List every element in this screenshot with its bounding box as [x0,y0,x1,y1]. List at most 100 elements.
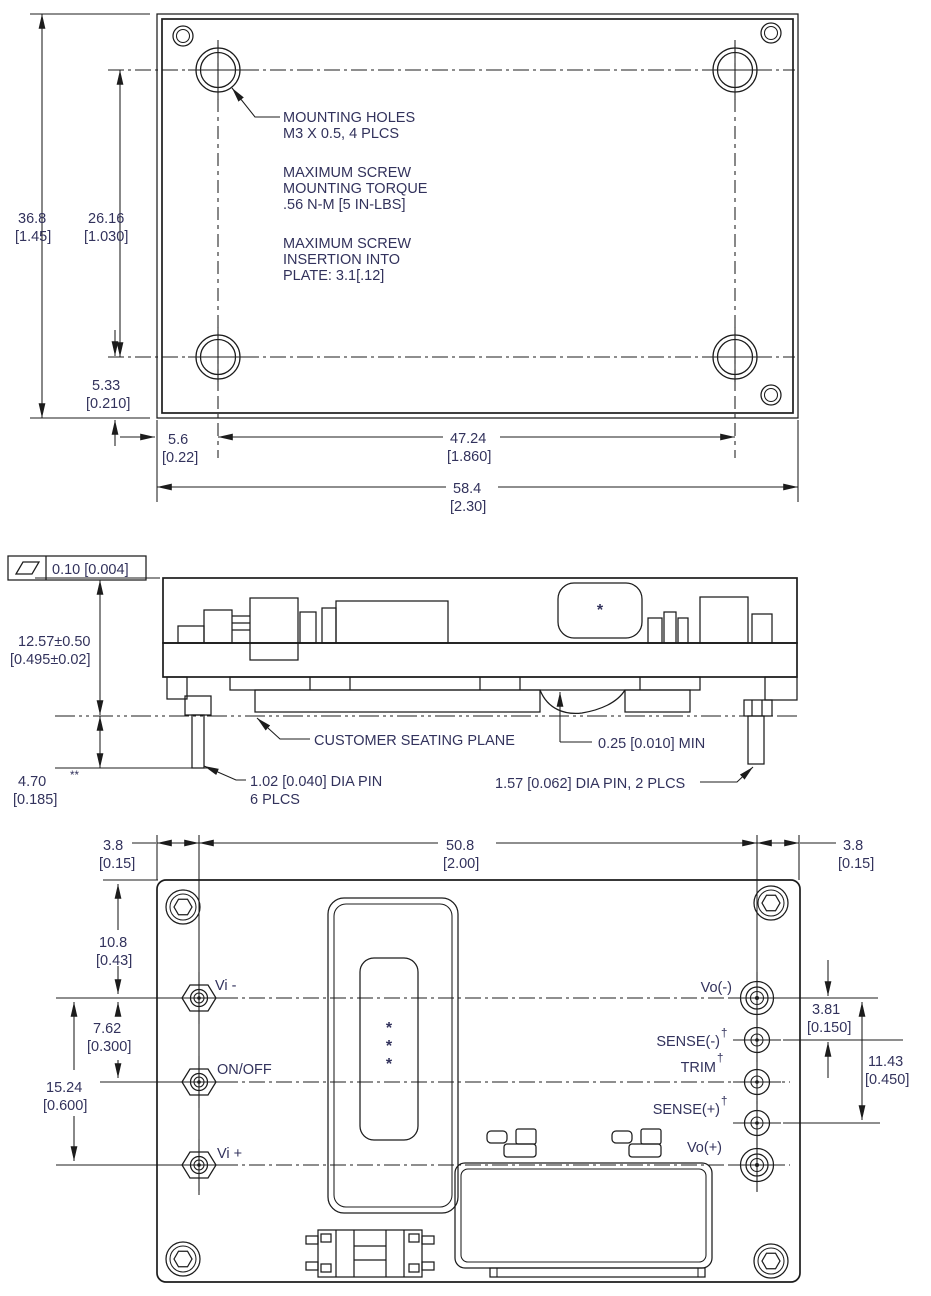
dim-module-height-mm: 12.57±0.50 [18,634,90,650]
note-screw-insertion: MAXIMUM SCREW INSERTION INTO PLATE: 3.1[… [283,236,411,284]
note-screw-torque: MAXIMUM SCREW MOUNTING TORQUE .56 N-M [5… [283,165,428,213]
dagger-sense-minus: † [721,1028,727,1040]
dim-pin-span-in: [2.00] [443,856,479,872]
bottom-view: * * * [43,835,909,1283]
star-mark: * [597,602,604,619]
pin-trim [733,1060,781,1104]
module-top-band [162,577,798,644]
dim-edge-right-in: [0.15] [838,856,874,872]
label-vo-plus: Vo(+) [687,1140,722,1156]
mounting-hole-bottom-left [188,327,248,387]
smt-clips [486,1128,662,1158]
dim-hole-offset-left-mm: 5.6 [168,432,188,448]
pin-vi-minus [173,972,225,1024]
label-small-pin-line1: 1.02 [0.040] DIA PIN [250,774,382,790]
leader-mounting-holes [231,87,280,118]
label-trim: TRIM [681,1060,716,1076]
pin-sense-minus [733,1018,781,1062]
corner-hole-top-right [760,22,782,44]
corner-hole-bottom-right [760,384,782,406]
star-mark: * [386,1020,393,1037]
plate-outline-inner [161,18,794,414]
dim-overall-height-mm: 36.8 [18,211,46,227]
corner-screw-top-left [165,889,201,925]
pin-vi-plus [173,1139,225,1191]
dim-hole-span-h-mm: 47.24 [450,431,486,447]
note-mounting-holes: MOUNTING HOLES M3 X 0.5, 4 PLCS [283,110,415,142]
dim-row-pitch-mm: 7.62 [93,1021,121,1037]
flatness-frame: 0.10 [0.004] [7,555,147,581]
note-line: INSERTION INTO [283,252,400,268]
dim-overall-height-in: [1.45] [15,229,51,245]
pin-sense-plus [733,1101,781,1145]
corner-screw-bottom-left [165,1241,201,1277]
dim-overall-width-in: [2.30] [450,499,486,515]
label-on-off: ON/OFF [217,1062,272,1078]
dim-top-to-row1-in: [0.43] [96,953,132,969]
top-view: 36.8 [1.45] 26.16 [1.030] 5.33 [0.210] 5… [15,13,799,515]
side-pin-right [743,699,773,765]
label-small-pin-line2: 6 PLCS [250,792,300,808]
output-plate [454,1162,713,1278]
dim-output-span-in: [0.450] [865,1072,909,1088]
dim-pin-length-mm: 4.70 [18,774,46,790]
dim-overall-width-mm: 58.4 [453,481,481,497]
note-line: M3 X 0.5, 4 PLCS [283,126,399,142]
star-mark: * [386,1056,393,1073]
leader-large-pin [700,766,754,783]
dim-hole-span-h-in: [1.860] [447,449,491,465]
dim-row-span-mm: 15.24 [46,1080,82,1096]
plate-outline-outer [156,13,799,419]
label-vi-plus: Vi + [217,1146,242,1162]
label-large-pin: 1.57 [0.062] DIA PIN, 2 PLCS [495,776,685,792]
dagger-trim: † [717,1053,723,1065]
dim-standoff-value: 0.25 [0.010] MIN [598,736,705,752]
flatness-value: 0.10 [0.004] [52,562,129,578]
label-seating-plane: CUSTOMER SEATING PLANE [314,733,515,749]
dim-edge-left-mm: 3.8 [103,838,123,854]
note-line: .56 N-M [5 IN-LBS] [283,197,405,213]
note-line: MAXIMUM SCREW [283,165,411,181]
corner-screw-bottom-right [753,1243,789,1279]
pin-vo-plus [731,1139,783,1191]
leader-small-pin [203,765,246,781]
note-line: MOUNTING TORQUE [283,181,428,197]
dim-hole-offset-left-in: [0.22] [162,450,198,466]
mounting-hole-top-left [188,40,248,100]
mounting-hole-bottom-right [705,327,765,387]
dim-row-span-in: [0.600] [43,1098,87,1114]
dim-pin-length-in: [0.185] [13,792,57,808]
note-line: PLATE: 3.1[.12] [283,268,384,284]
dim-sense-offset-mm: 3.81 [812,1002,840,1018]
corner-screw-top-right [753,885,789,921]
dim-pin-span-mm: 50.8 [446,838,474,854]
side-components-top [177,596,773,661]
label-sense-plus: SENSE(+) [653,1102,720,1118]
transformer-side-outline [557,582,643,639]
dim-edge-right-mm: 3.8 [843,838,863,854]
dagger-sense-plus: † [721,1096,727,1108]
label-vo-minus: Vo(-) [701,980,732,996]
choke-component [305,1229,435,1278]
star-mark: * [386,1038,393,1055]
dim-sense-offset-in: [0.150] [807,1020,851,1036]
dim-hole-offset-bottom-in: [0.210] [86,396,130,412]
pin-vo-minus [731,972,783,1024]
side-pin-left [184,695,212,769]
note-line: MOUNTING HOLES [283,110,415,126]
label-sense-minus: SENSE(-) [656,1034,720,1050]
dim-hole-span-v-in: [1.030] [84,229,128,245]
corner-hole-top-left [172,25,194,47]
pin-on-off [173,1056,225,1108]
label-vi-minus: Vi - [215,978,237,994]
leader-seating-plane [256,717,310,740]
note-line: MAXIMUM SCREW [283,236,411,252]
bottom-outline [156,879,801,1283]
dim-module-height-in: [0.495±0.02] [10,652,91,668]
mounting-hole-top-right [705,40,765,100]
dim-pin-length-note: ** [70,770,79,782]
transformer-bottom: * * * [327,897,459,1214]
dim-hole-offset-bottom-mm: 5.33 [92,378,120,394]
